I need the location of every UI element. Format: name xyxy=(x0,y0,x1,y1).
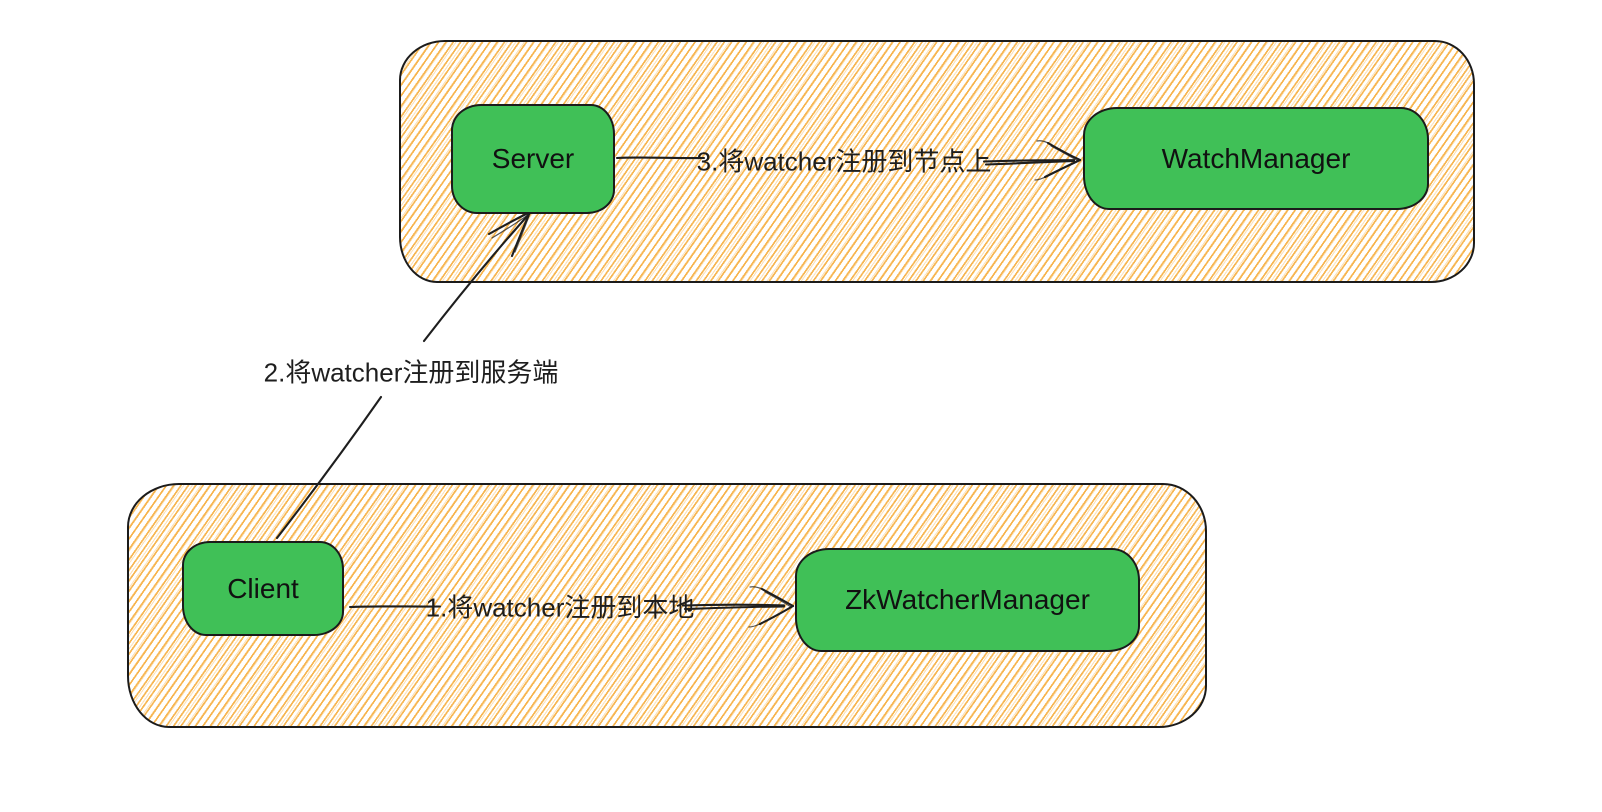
edge-label-register-node: 3.将watcher注册到节点上 xyxy=(696,146,992,177)
node-zk-watcher-manager: ZkWatcherManager xyxy=(795,548,1140,652)
node-client-label: Client xyxy=(227,572,299,604)
node-server-label: Server xyxy=(491,143,575,174)
edge-label-register-server: 2.将watcher注册到服务端 xyxy=(263,357,559,388)
node-watch-manager-label: WatchManager xyxy=(1161,142,1351,174)
node-watch-manager: WatchManager xyxy=(1083,107,1429,210)
node-client: Client xyxy=(182,541,344,636)
edge-label-register-local: 1.将watcher注册到本地 xyxy=(425,592,695,623)
node-server: Server xyxy=(451,104,615,214)
node-zk-watcher-manager-label: ZkWatcherManager xyxy=(845,584,1090,615)
